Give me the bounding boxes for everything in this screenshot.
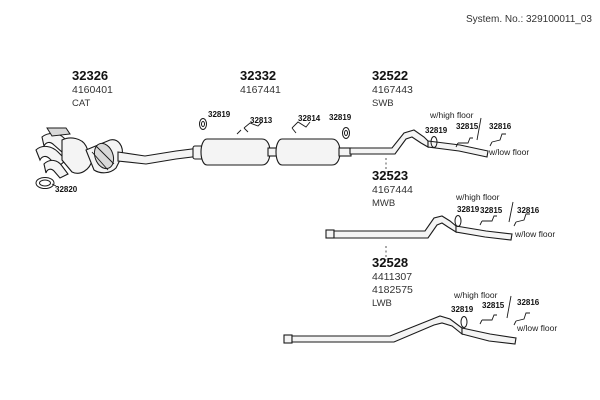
note-high-floor: w/high floor: [455, 192, 500, 202]
part-label: 32819: [425, 126, 448, 135]
note-high-floor: w/high floor: [453, 290, 498, 300]
assembly-label-mwb: 32523 4167444 MWB: [372, 168, 413, 209]
oe-number: 4411307: [372, 271, 412, 283]
part-label: 32819: [208, 110, 231, 119]
part-label: 32816: [517, 298, 540, 307]
assembly-label-swb: 32522 4167443 SWB: [372, 68, 413, 109]
part-label: 32815: [480, 206, 503, 215]
part-label: 32820: [55, 185, 78, 194]
assembly-label-middle-silencer: 32332 4167441: [240, 68, 281, 96]
assembly-label-lwb: 32528 4411307 4182575 LWB: [372, 255, 413, 309]
system-number: System. No.: 329100011_03: [466, 14, 592, 25]
description: MWB: [372, 198, 395, 209]
part-number: 32326: [72, 68, 108, 83]
assembly-label-cat: 32326 4160401 CAT: [72, 68, 113, 109]
note-low-floor: w/low floor: [516, 323, 557, 333]
hanger-32813: 32813: [236, 116, 273, 135]
oe-number: 4182575: [372, 284, 413, 296]
rubber-ring-left: 32819: [199, 110, 231, 130]
part-label: 32815: [456, 122, 479, 131]
note-high-floor: w/high floor: [429, 110, 474, 120]
part-label: 32819: [329, 113, 352, 122]
description: CAT: [72, 98, 90, 109]
part-number: 32522: [372, 68, 408, 83]
hanger-32814: 32814: [291, 114, 321, 134]
middle-silencer: [192, 138, 352, 166]
oe-number: 4167443: [372, 84, 413, 96]
rear-pipe-mwb: [325, 215, 513, 241]
part-label: 32816: [489, 122, 512, 131]
rubber-ring-right: 32819: [329, 113, 352, 139]
note-low-floor: w/low floor: [514, 229, 555, 239]
rear-pipe-swb: [349, 129, 489, 158]
oe-number: 4160401: [72, 84, 113, 96]
part-label: 32813: [250, 116, 273, 125]
part-label: 32819: [451, 305, 474, 314]
description: LWB: [372, 298, 392, 309]
clamp-32820: 32820: [35, 177, 78, 194]
part-number: 32332: [240, 68, 276, 83]
part-label: 32814: [298, 114, 321, 123]
oe-number: 4167441: [240, 84, 281, 96]
note-low-floor: w/low floor: [488, 147, 529, 157]
mwb-fittings: 32819 32815 32816 w/high floor w/low flo…: [454, 192, 555, 239]
part-number: 32523: [372, 168, 408, 183]
lwb-fittings: 32819 32815 32816 w/high floor w/low flo…: [451, 290, 557, 333]
description: SWB: [372, 98, 394, 109]
swb-fittings: 32819 32815 32816 w/high floor w/low flo…: [425, 110, 529, 157]
part-label: 32816: [517, 206, 540, 215]
part-label: 32819: [457, 205, 480, 214]
part-number: 32528: [372, 255, 408, 270]
rear-pipe-lwb: [283, 315, 517, 345]
catalytic-converter: [35, 127, 201, 179]
part-label: 32815: [482, 301, 505, 310]
oe-number: 4167444: [372, 184, 413, 196]
